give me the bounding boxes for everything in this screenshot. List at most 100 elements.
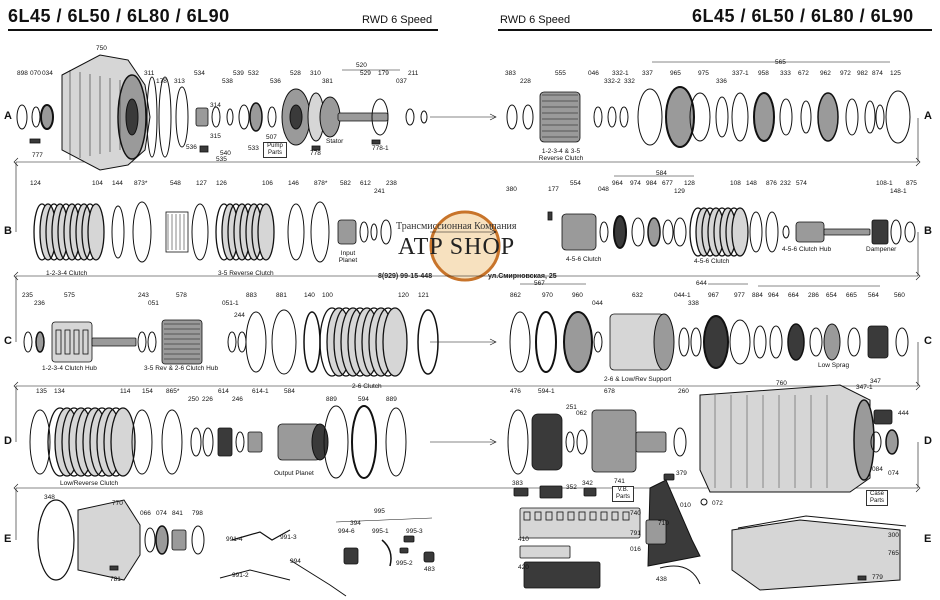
part-number-label: 567: [534, 280, 545, 287]
part-number-label: 140: [304, 292, 315, 299]
wire-438: [659, 565, 701, 585]
part-number-label: 535: [216, 156, 227, 163]
valve-bore: [545, 511, 553, 521]
part-number-label: 074: [888, 470, 899, 477]
seal-129: [673, 217, 687, 247]
pump-center: [289, 104, 303, 130]
part-number-label: 148: [746, 180, 757, 187]
part-number-label: 048: [598, 186, 609, 193]
right-header-rule: [498, 29, 932, 31]
part-number-label: 313: [174, 78, 185, 85]
part-number-label: 232: [780, 180, 791, 187]
snap-ring-865: [161, 409, 183, 475]
bolt-781: [109, 565, 119, 571]
row-arrow-right: [915, 157, 921, 167]
backing-plate-121: [417, 309, 439, 375]
center-flow-arrow: [489, 228, 497, 236]
input-shaft: [337, 112, 389, 122]
part-number-label: 841: [172, 510, 183, 517]
caption-low-rev-clutch: Low/Reverse Clutch: [60, 480, 119, 487]
ring-gear-594-1: [531, 413, 563, 471]
part-number-label: 476: [510, 388, 521, 395]
part-number-label: 883: [246, 292, 257, 299]
part-number-label: 108: [730, 180, 741, 187]
output-shaft: [823, 228, 871, 236]
washer-226: [202, 427, 214, 457]
seal-884: [895, 327, 909, 357]
part-number-label: 121: [418, 292, 429, 299]
caption-clutch-1234: 1-2-3-4 Clutch: [46, 270, 88, 277]
part-number-label: 128: [684, 180, 695, 187]
washer-048: [599, 221, 609, 243]
part-number-label: 665: [846, 292, 857, 299]
caption-reverse-clutch-a: 1-2-3-4 & 3-5 Reverse Clutch: [538, 148, 584, 162]
row-label-l: B: [4, 225, 12, 237]
output-shaft-678: [591, 409, 637, 473]
part-number-label: 333: [780, 70, 791, 77]
gasket-348: [37, 499, 75, 581]
bearing-238: [380, 219, 392, 245]
part-number-label: 878*: [314, 180, 328, 187]
part-number-label: 574: [796, 180, 807, 187]
washer: [619, 106, 629, 128]
part-number-label: 582: [340, 180, 351, 187]
washer: [864, 100, 876, 134]
part-number-label: 337-1: [732, 70, 749, 77]
snap-ring-889: [323, 405, 349, 479]
part-number-label: 575: [64, 292, 75, 299]
part-number-label: 037: [396, 78, 407, 85]
valve-bore: [567, 511, 575, 521]
spring-assembly: [817, 92, 839, 142]
backing-plate-146: [287, 203, 305, 261]
part-number-label: 410: [518, 536, 529, 543]
bolt-777: [29, 138, 41, 144]
part-number-label: 251: [566, 404, 577, 411]
part-number-label: 898: [17, 70, 28, 77]
part-number-label: 964: [612, 180, 623, 187]
part-number-label: 520: [356, 62, 367, 69]
washer-246: [235, 431, 245, 453]
snap-ring: [158, 76, 172, 158]
part-number-label: 438: [656, 576, 667, 583]
washer-241: [370, 223, 378, 241]
part-number-label: 507: [266, 134, 277, 141]
part-number-label: 873*: [134, 180, 148, 187]
washer: [875, 104, 885, 130]
seal-148-1: [890, 219, 902, 245]
part-number-label: 614: [218, 388, 229, 395]
caption-output-planet: Output Planet: [274, 470, 314, 477]
piston-967: [703, 315, 729, 369]
part-number-label: 612: [360, 180, 371, 187]
seal: [238, 104, 250, 130]
washer-243: [137, 331, 147, 353]
part-number-label: 226: [202, 396, 213, 403]
row-arrow-right: [915, 271, 921, 281]
part-number-label: 342: [582, 480, 593, 487]
hub-slot: [55, 329, 62, 355]
valve-bore: [622, 511, 630, 521]
transmission-case-760: [699, 384, 871, 493]
support-face: [653, 313, 675, 371]
bearing-074: [155, 525, 169, 555]
part-number-label: 044: [592, 300, 603, 307]
caption-stator: Stator: [326, 138, 344, 145]
part-number-label: 536: [270, 78, 281, 85]
separator-410: [519, 545, 571, 559]
valve-bore: [578, 511, 586, 521]
seal: [405, 108, 415, 126]
snap-ring-881: [271, 309, 297, 375]
piston-assembly: [753, 92, 775, 142]
washer-250: [190, 427, 202, 457]
part-number-label: 044-1: [674, 292, 691, 299]
input-planet: [337, 219, 357, 245]
reverse-clutch-drum: [539, 91, 581, 143]
watermark-address: ул.Смирновская, 25: [488, 273, 557, 280]
clutch-housing: [665, 86, 695, 148]
part-number-label: 740: [630, 510, 641, 517]
sprag-654: [823, 323, 841, 361]
washer-612: [359, 221, 369, 243]
part-number-label: 016: [630, 546, 641, 553]
part-number-label: 532: [248, 70, 259, 77]
part-number-label: 134: [54, 388, 65, 395]
control-module-420: [523, 561, 601, 589]
